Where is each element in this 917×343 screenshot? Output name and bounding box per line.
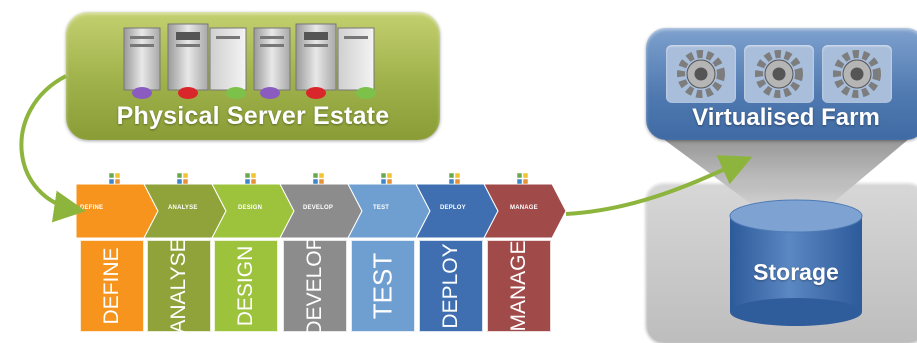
chevron-label-deploy: DEPLOY	[440, 205, 466, 211]
server-icon-4	[253, 27, 291, 99]
lifecycle-chevrons	[75, 172, 567, 239]
stage-deploy: DEPLOY	[419, 240, 483, 332]
server-icon-2	[167, 23, 209, 99]
arrow-estate-to-lifecycle	[19, 74, 86, 223]
stage-define: DEFINE	[80, 240, 144, 332]
server-icon-3	[209, 27, 247, 99]
flow-arrows	[19, 74, 753, 223]
chevron-label-test: TEST	[373, 205, 390, 211]
server-icon-6	[337, 27, 376, 99]
cube-icon-deploy	[448, 172, 461, 185]
chevron-label-design: DESIGN	[238, 205, 263, 211]
stage-develop: DEVELOP	[283, 236, 347, 336]
cube-icon-develop	[312, 172, 325, 185]
virtualised-farm-title: Virtualised Farm	[692, 104, 880, 131]
stage-design: DESIGN	[214, 240, 278, 332]
chevron-label-define: DEFINE	[80, 205, 104, 211]
stage-manage: MANAGE	[487, 240, 551, 332]
arrow-lifecycle-to-farm	[565, 155, 753, 216]
cube-icon-design	[244, 172, 257, 185]
cube-icon-test	[380, 172, 393, 185]
server-icon-5	[295, 23, 337, 99]
cube-icon-analyse	[176, 172, 189, 185]
gear-icon-3	[833, 50, 881, 98]
server-icon-1	[123, 27, 161, 99]
gear-icons	[677, 50, 881, 98]
chevron-manage	[483, 183, 567, 239]
chevron-label-analyse: ANALYSE	[168, 205, 198, 211]
storage-cylinder	[729, 199, 863, 326]
gear-icon-1	[677, 50, 725, 98]
physical-server-estate-title: Physical Server Estate	[116, 102, 390, 130]
server-icons	[123, 23, 376, 99]
storage-label: Storage	[753, 259, 839, 285]
cube-icon-define	[108, 172, 121, 185]
stage-test: TEST	[351, 240, 415, 332]
gear-icon-2	[755, 50, 803, 98]
funnel-shape	[662, 138, 910, 326]
chevron-label-develop: DEVELOP	[303, 205, 334, 211]
chevron-label-manage: MANAGE	[510, 205, 538, 211]
cube-icon-manage	[516, 172, 529, 185]
